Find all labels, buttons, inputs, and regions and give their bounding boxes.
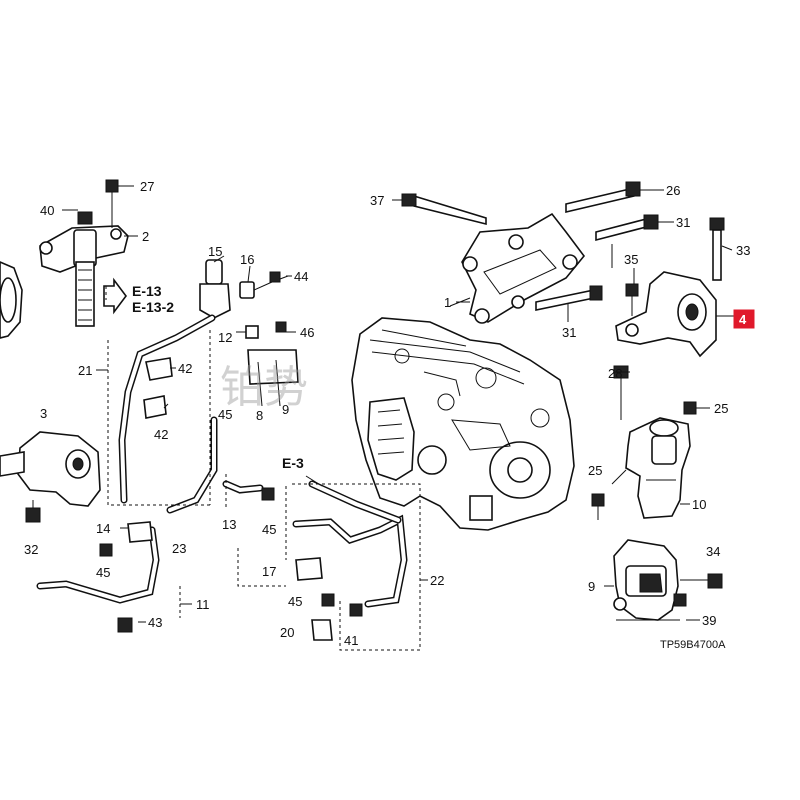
- ref-label-e13-2: E-13-2: [132, 299, 174, 315]
- diagram-code: TP59B4700A: [660, 639, 726, 651]
- left-edge-mount: [0, 261, 23, 339]
- mount-part-9: [613, 539, 723, 621]
- callouts: 27 40 2 37 26 31 33 15 16 44 1 35 4 12 4…: [24, 179, 755, 648]
- callout-14: 14: [96, 521, 110, 536]
- callout-46: 46: [300, 325, 314, 340]
- callout-42-bottom: 42: [154, 427, 168, 442]
- callout-9-bottom: 9: [588, 579, 595, 594]
- callout-17: 17: [262, 564, 276, 579]
- callout-32: 32: [24, 542, 38, 557]
- callout-20: 20: [280, 625, 294, 640]
- callout-22: 22: [430, 573, 444, 588]
- callout-21: 21: [78, 363, 92, 378]
- mount-part-3: [0, 431, 101, 523]
- watermark-text: 铂势: [220, 362, 308, 413]
- callout-10: 10: [692, 497, 706, 512]
- callout-37: 37: [370, 193, 384, 208]
- callout-12: 12: [218, 330, 232, 345]
- callout-4: 4: [739, 312, 747, 327]
- callout-40: 40: [40, 203, 54, 218]
- callout-leaders: [62, 185, 734, 623]
- callout-15: 15: [208, 244, 222, 259]
- callout-13: 13: [222, 517, 236, 532]
- callout-27: 27: [140, 179, 154, 194]
- ref-label-e3: E-3: [282, 455, 304, 471]
- vacuum-hose-assembly: [105, 259, 299, 514]
- bracket-part-2: [39, 179, 129, 327]
- callout-16: 16: [240, 252, 254, 267]
- ref-label-e13: E-13: [132, 283, 162, 299]
- callout-4-highlight-box: [733, 309, 755, 329]
- callout-11: 11: [196, 597, 210, 612]
- lower-hose-assembly: [36, 474, 421, 651]
- callout-25-top: 25: [714, 401, 728, 416]
- callout-45-bottom: 45: [288, 594, 302, 609]
- callout-42-top: 42: [178, 361, 192, 376]
- callout-41: 41: [344, 633, 358, 648]
- callout-8: 8: [256, 408, 263, 423]
- callout-26: 26: [666, 183, 680, 198]
- callout-34: 34: [706, 544, 720, 559]
- callout-2: 2: [142, 229, 149, 244]
- engine-block: [351, 317, 575, 531]
- callout-45-mid: 45: [218, 407, 232, 422]
- callout-43: 43: [148, 615, 162, 630]
- callout-25-bottom: 25: [588, 463, 602, 478]
- upper-bracket-part-1: [392, 181, 674, 324]
- mount-part-4: [615, 217, 725, 358]
- mount-part-10: [591, 365, 697, 520]
- callout-3: 3: [40, 406, 47, 421]
- callout-9-mid: 9: [282, 402, 289, 417]
- callout-31-mid: 31: [562, 325, 576, 340]
- callout-1: 1: [444, 295, 451, 310]
- callout-45-left: 45: [96, 565, 110, 580]
- callout-28: 28: [608, 366, 622, 381]
- callout-23: 23: [172, 541, 186, 556]
- callout-39: 39: [702, 613, 716, 628]
- callout-35: 35: [624, 252, 638, 267]
- callout-33: 33: [736, 243, 750, 258]
- callout-31-top: 31: [676, 215, 690, 230]
- callout-44: 44: [294, 269, 308, 284]
- callout-45-center: 45: [262, 522, 276, 537]
